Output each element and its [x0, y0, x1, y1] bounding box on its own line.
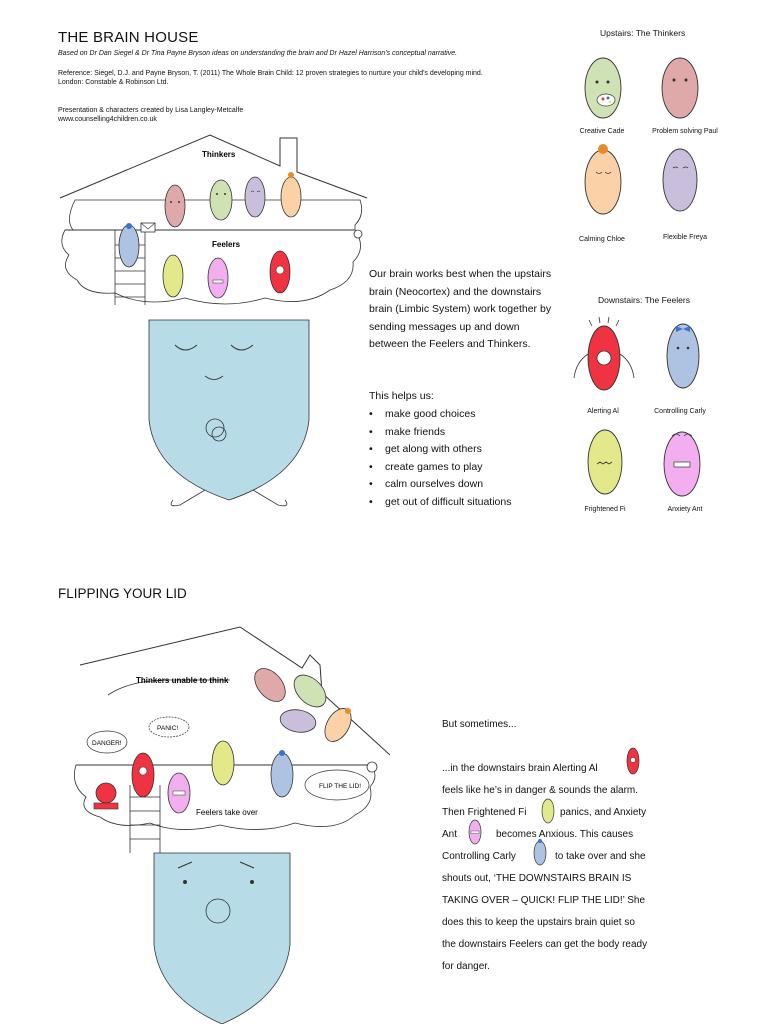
caption-frightened-fi: Frightened Fi — [584, 506, 626, 513]
list-item: make good choices — [369, 406, 511, 424]
thinker-pink — [254, 668, 286, 702]
caption-alerting-al: Alerting Al — [587, 408, 619, 415]
upstairs-heading: Upstairs: The Thinkers — [600, 28, 686, 38]
feeler-yellow — [211, 740, 235, 786]
credit-note: Presentation & characters created by Lis… — [58, 107, 244, 114]
s2-line-12: the downstairs Feelers can get the body … — [442, 939, 648, 950]
s2-line-7: Controlling Carly — [442, 851, 516, 862]
feeler-yellow — [162, 254, 184, 298]
anxiety-ant — [663, 431, 701, 497]
caption-calming-chloe: Calming Chloe — [579, 236, 625, 243]
calming-chloe — [584, 144, 622, 215]
controlling-carly — [666, 323, 700, 389]
thinker-pink — [164, 184, 186, 228]
caption-anxiety-ant: Anxiety Ant — [667, 506, 703, 513]
section-heading: FLIPPING YOUR LID — [58, 586, 187, 601]
s2-line-5: Ant — [442, 829, 458, 840]
feeler-red — [131, 752, 155, 798]
s2-line-8: to take over and she — [555, 851, 646, 862]
list-item: make friends — [369, 424, 511, 442]
s2-line-9: shouts out, ‘THE DOWNSTAIRS BRAIN IS — [442, 873, 632, 884]
s2-line-13: for danger. — [442, 961, 490, 972]
frightened-fi — [587, 429, 623, 495]
anxiety-ant-icon — [468, 819, 482, 845]
controlling-carly-icon — [533, 839, 547, 866]
based-on-note: Based on Dr Dan Siegel & Dr Tina Payne B… — [58, 50, 458, 57]
feeler-blue — [270, 750, 294, 798]
thinkers-label: Thinkers — [202, 150, 236, 159]
thinker-green — [209, 179, 233, 221]
s2-line-1: ...in the downstairs brain Alerting Al — [442, 763, 598, 774]
s2-line-10: TAKING OVER – QUICK! FLIP THE LID!’ She — [442, 895, 646, 906]
panic-bubble-text: PANIC! — [157, 725, 178, 732]
helps-list: make good choices make friends get along… — [369, 406, 511, 511]
alerting-al-icon — [626, 747, 640, 775]
thinker-purple — [279, 709, 317, 733]
s2-line-11: does this to keep the upstairs brain qui… — [442, 917, 635, 928]
caption-problem-solving-paul: Problem solving Paul — [652, 128, 718, 135]
s2-line-2: feels like he’s in danger & sounds the a… — [442, 785, 639, 796]
downstairs-heading: Downstairs: The Feelers — [598, 295, 690, 305]
caption-controlling-carly: Controlling Carly — [654, 408, 706, 415]
thinker-peach — [280, 172, 302, 218]
caption-flexible-freya: Flexible Freya — [663, 234, 707, 241]
flip-bubble-text: FLIP THE LID! — [319, 783, 361, 790]
list-item: get out of difficult situations — [369, 494, 511, 512]
caption-creative-cade: Creative Cade — [579, 128, 625, 135]
thinker-purple — [244, 176, 266, 218]
creative-cade — [584, 57, 622, 119]
danger-bubble-text: DANGER! — [92, 740, 122, 747]
thinkers-unable-label: Thinkers unable to think — [136, 676, 229, 685]
list-item: calm ourselves down — [369, 476, 511, 494]
page-title: THE BRAIN HOUSE — [58, 29, 199, 46]
feeler-blue — [118, 223, 140, 268]
frightened-fi-icon — [541, 798, 555, 824]
s2-line-0: But sometimes... — [442, 719, 517, 730]
feeler-magenta — [167, 772, 191, 814]
helps-heading: This helps us: — [369, 390, 434, 402]
s2-line-3: Then Frightened Fi — [442, 807, 527, 818]
intro-paragraph: Our brain works best when the upstairs b… — [369, 268, 552, 350]
list-item: create games to play — [369, 459, 511, 477]
list-item: get along with others — [369, 441, 511, 459]
downstairs-characters — [573, 316, 701, 497]
s2-line-6: becomes Anxious. This causes — [496, 829, 634, 840]
brain-house-illustration: Thinkers Feelers — [59, 134, 368, 507]
problem-solving-paul — [661, 57, 699, 119]
website-link[interactable]: www.counselling4children.co.uk — [58, 116, 157, 123]
s2-line-4: panics, and Anxiety — [560, 807, 647, 818]
flexible-freya — [662, 148, 698, 212]
thinker-green — [293, 674, 327, 708]
feelers-take-over-label: Feelers take over — [196, 808, 258, 817]
feelers-label: Feelers — [212, 240, 241, 249]
alerting-al — [573, 316, 635, 391]
flipped-lid-illustration: DANGER! PANIC! FLIP THE LID! Thinkers un… — [73, 626, 390, 1024]
thinker-peach — [324, 708, 352, 742]
reference-note: Reference: Siegel, D.J. and Payne Bryson… — [58, 70, 483, 86]
upstairs-characters — [584, 57, 699, 215]
feeler-magenta — [207, 257, 229, 299]
feeler-red — [269, 250, 291, 294]
